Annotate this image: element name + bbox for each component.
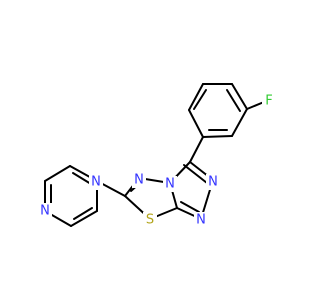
fluorine-label: F [265, 94, 272, 109]
nitrogen-atom-pyrazine-top: N [89, 174, 103, 190]
nitrogen-atom-thiadiazole: N [132, 172, 146, 188]
sulfur-label: S [146, 213, 154, 228]
nitrogen-label: N [91, 175, 101, 190]
triazole-phenyl-bond [189, 136, 204, 163]
nitrogen-label: N [134, 173, 144, 188]
nitrogen-label: N [165, 177, 175, 192]
nitrogen-label: N [40, 204, 50, 219]
sulfur-atom: S [143, 212, 157, 228]
nitrogen-label: N [208, 175, 218, 190]
molecule-structure: F S N N N N N N [38, 83, 276, 228]
nitrogen-label: N [196, 213, 206, 228]
fluorine-bond [246, 101, 265, 110]
phenyl-ring [188, 83, 248, 138]
nitrogen-atom-triazole-bottom: N [194, 212, 208, 228]
fluorine-atom: F [262, 93, 276, 109]
nitrogen-atom-bridgehead: N [163, 176, 177, 192]
nitrogen-atom-pyrazine-bottom: N [38, 203, 52, 219]
nitrogen-atom-triazole-right: N [206, 174, 220, 190]
